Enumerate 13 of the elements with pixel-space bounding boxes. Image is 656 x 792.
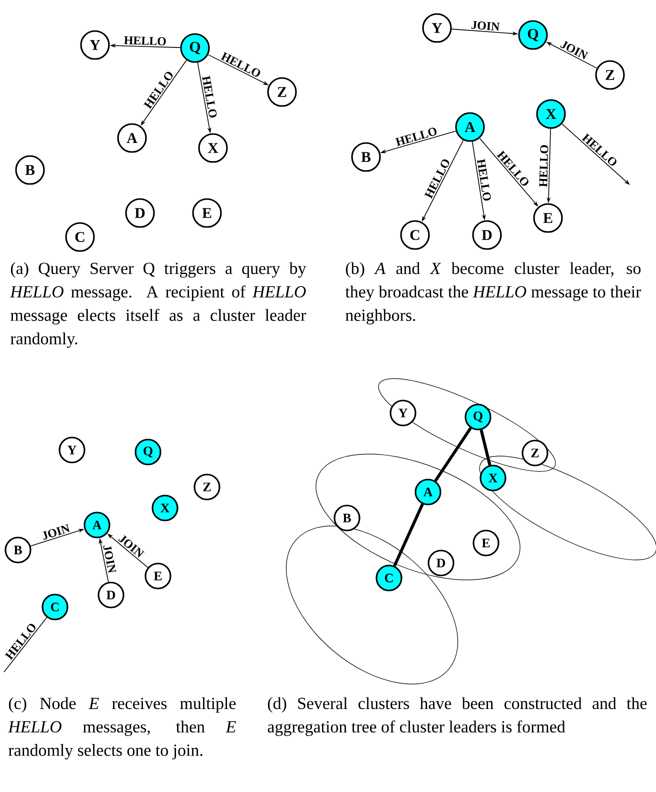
edge-label: HELLO [539, 145, 548, 187]
caption: (d) Several clusters have been constructed and the aggregation tree of cluster leaders is formed [268, 697, 647, 736]
caption: (b) A and X become cluster leader, so they broadcast the HELLO message to their neighbors. [345, 262, 642, 324]
edge-label: JOIN [560, 40, 588, 60]
edge-label: JOIN [42, 524, 70, 540]
caption: (c) Node E receives multiple HELLO messages, then E randomly selects one to join. [8, 697, 236, 760]
caption: (a) Query Server Q triggers a query by HELLO message. A recipient of HELLO message elects itself as a cluster leader randomly. [10, 262, 306, 348]
edge-label: HELLO [202, 76, 217, 118]
edge-label: HELLO [124, 36, 166, 46]
edge-label: JOIN [103, 546, 116, 573]
edge-label: HELLO [395, 128, 437, 146]
edge-label: HELLO [477, 158, 491, 201]
edge-label: JOIN [471, 20, 500, 31]
